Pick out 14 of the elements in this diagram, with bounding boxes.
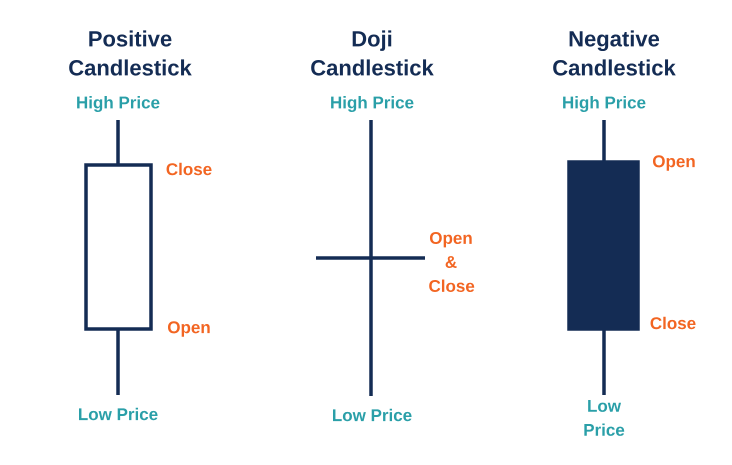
price-label: Low Price	[584, 400, 624, 436]
price-label: High Price	[77, 96, 160, 112]
price-label: Open & Close	[429, 232, 474, 292]
price-label: Low Price	[79, 408, 158, 420]
candle-heading: Negative Candlestick	[553, 30, 676, 76]
price-label: High Price	[331, 96, 414, 112]
candle-heading: Doji Candlestick	[311, 30, 434, 76]
price-label: High Price	[563, 96, 646, 112]
price-label: Close	[166, 162, 212, 176]
price-label: Open	[652, 155, 695, 171]
candle-heading: Positive Candlestick	[69, 30, 192, 76]
price-label: Open	[168, 321, 210, 337]
price-label: Low Price	[333, 408, 412, 422]
price-label: Close	[650, 316, 696, 330]
